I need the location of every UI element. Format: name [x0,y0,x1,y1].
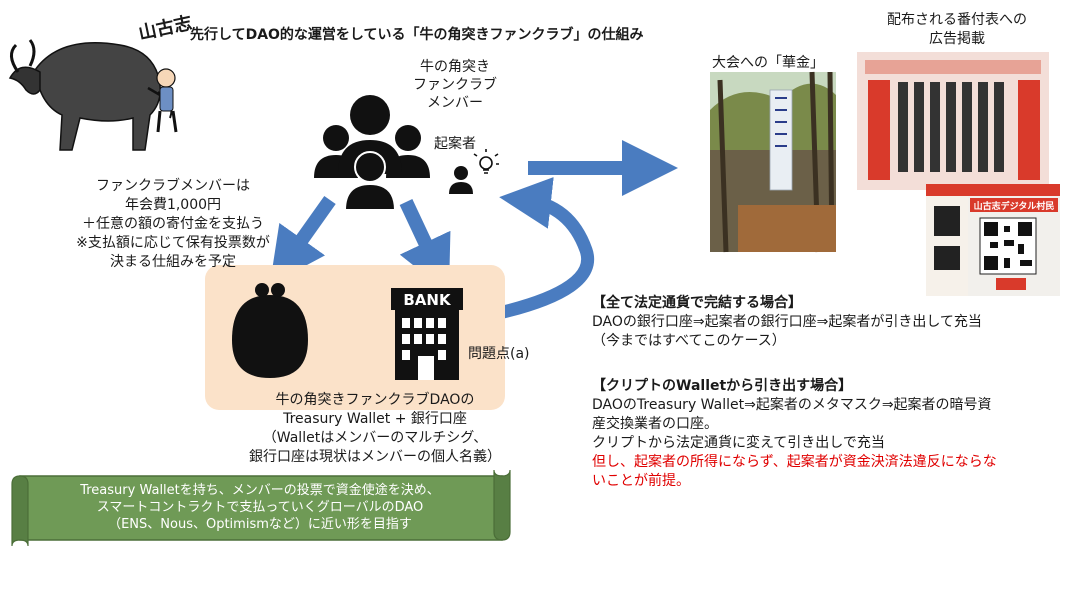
scroll-line: Treasury Walletを持ち、メンバーの投票で資金使途を決め、 [80,483,440,498]
members-label: 牛の角突き ファンクラブ メンバー [400,58,510,112]
lightbulb-icon [473,149,499,174]
ad-label: 配布される番付表への 広告掲載 [862,11,1052,49]
fee-description: ファンクラブメンバーは 年会費1,000円 ＋任意の額の寄付金を支払う ※支払額… [28,177,318,272]
section-fiat-title: 【全て法定通貨で完結する場合】 [592,295,802,311]
bank-sign: BANK [403,291,452,309]
section-crypto-title: 【クリプトのWalletから引き出す場合】 [592,378,853,394]
arrow-to-bank [399,199,451,294]
photo-ranking-poster [857,52,1049,190]
ad-label-line: 配布される番付表への [887,12,1027,28]
scroll-banner [11,469,511,547]
bull-illustration [8,39,178,151]
dao-line: （Walletはメンバーのマルチシグ、 [262,430,488,446]
dao-description: 牛の角突きファンクラブDAOの Treasury Wallet + 銀行口座 （… [215,391,535,467]
section-fiat-line: （今まではすべてこのケース） [592,333,786,349]
proposer-icon [449,166,473,194]
fee-line: 年会費1,000円 [124,197,222,213]
section-crypto-warning: いことが前提。 [592,473,690,489]
section-crypto-warning: 但し、起案者の所得にならず、起案者が資金決済法違反にならな [592,454,997,470]
arrows [269,140,678,321]
section-fiat-line: DAOの銀行口座⇒起案者の銀行口座⇒起案者が引き出して充当 [592,314,982,330]
fee-line: ※支払額に応じて保有投票数が [76,235,270,251]
issue-label: 問題点(a) [468,346,530,362]
wallet-icon [232,283,308,378]
section-crypto-line: クリプトから法定通貨に変えて引き出しで充当 [592,435,885,451]
fee-line: ＋任意の額の寄付金を支払う [82,216,264,232]
fee-line: ファンクラブメンバーは [96,178,250,194]
dao-line: Treasury Wallet + 銀行口座 [283,411,467,427]
members-group-icon [314,95,430,211]
members-label-line: 牛の角突き [420,59,490,75]
ad-label-line: 広告掲載 [929,31,985,47]
ad-sign-text: 山古志デジタル村民 [974,200,1055,212]
dao-line: 牛の角突きファンクラブDAOの [275,392,475,408]
photo-forest-banner [710,71,836,253]
scroll-line: スマートコントラクトで支払っていくグローバルのDAO [96,500,424,515]
scroll-line: （ENS、Nous、Optimismなど）に近い形を目指す [108,517,412,532]
arrow-issue-curve [493,177,595,321]
section-crypto: 【クリプトのWalletから引き出す場合】 DAOのTreasury Walle… [592,377,1062,491]
bank-icon: BANK [391,288,463,380]
members-label-line: ファンクラブ [413,77,497,93]
fee-line: 決まる仕組みを予定 [110,254,236,270]
members-label-line: メンバー [427,95,483,111]
section-crypto-line: DAOのTreasury Wallet⇒起案者のメタマスク⇒起案者の暗号資 [592,397,992,413]
section-fiat: 【全て法定通貨で完結する場合】 DAOの銀行口座⇒起案者の銀行口座⇒起案者が引き… [592,294,1062,351]
scroll-text: Treasury Walletを持ち、メンバーの投票で資金使途を決め、 スマート… [18,482,502,533]
dao-line: 銀行口座は現状はメンバーの個人名義） [249,449,501,465]
section-crypto-line: 産交換業者の口座。 [592,416,718,432]
photo-label: 大会への「華金」 [712,55,824,71]
photo-ad-qr: 山古志デジタル村民 [926,184,1060,296]
arrow-to-wallet [269,195,336,285]
proposer-label: 起案者 [434,136,476,152]
page-title: 先行してDAO的な運営をしている「牛の角突きファンクラブ」の仕組み [190,27,644,43]
